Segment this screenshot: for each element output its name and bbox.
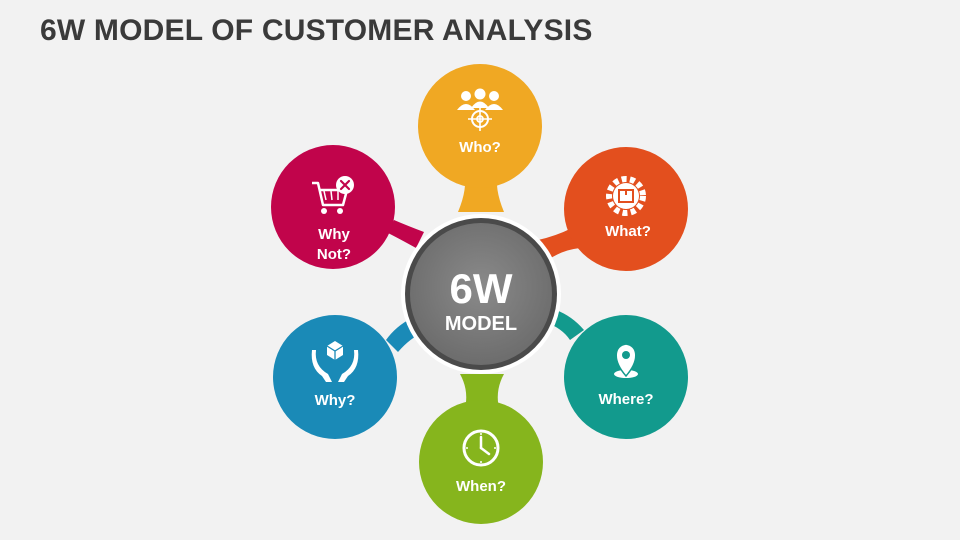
- people-target-icon: [457, 88, 503, 131]
- clock-icon: [462, 429, 500, 467]
- node-why-not: Why Not?: [271, 145, 395, 269]
- what-label: What?: [605, 223, 651, 240]
- center-subtitle: MODEL: [445, 313, 517, 335]
- center-title: 6W: [450, 265, 513, 312]
- hands-box-icon: [311, 341, 359, 382]
- center-hub: 6W MODEL: [401, 214, 561, 374]
- page-title: 6W MODEL OF CUSTOMER ANALYSIS: [40, 14, 593, 47]
- why-not-connector: [386, 220, 424, 248]
- why-not-circle: [271, 145, 395, 269]
- center-circle: [410, 223, 552, 365]
- where-label: Where?: [598, 391, 653, 408]
- why-circle: [273, 315, 397, 439]
- location-pin-icon: [614, 343, 638, 378]
- node-who: Who?: [418, 64, 542, 188]
- node-why: Why?: [273, 315, 397, 439]
- gear-box-icon: [606, 176, 646, 216]
- why-label: Why?: [315, 392, 356, 409]
- node-where: Where?: [564, 315, 688, 439]
- why-not-label-line2: Not?: [317, 246, 351, 263]
- why-not-label-line1: Why: [318, 226, 350, 243]
- node-what: What?: [564, 147, 688, 271]
- when-label: When?: [456, 478, 506, 495]
- node-when: When?: [419, 400, 543, 524]
- who-label: Who?: [459, 139, 501, 156]
- cart-cancel-icon: [312, 176, 354, 214]
